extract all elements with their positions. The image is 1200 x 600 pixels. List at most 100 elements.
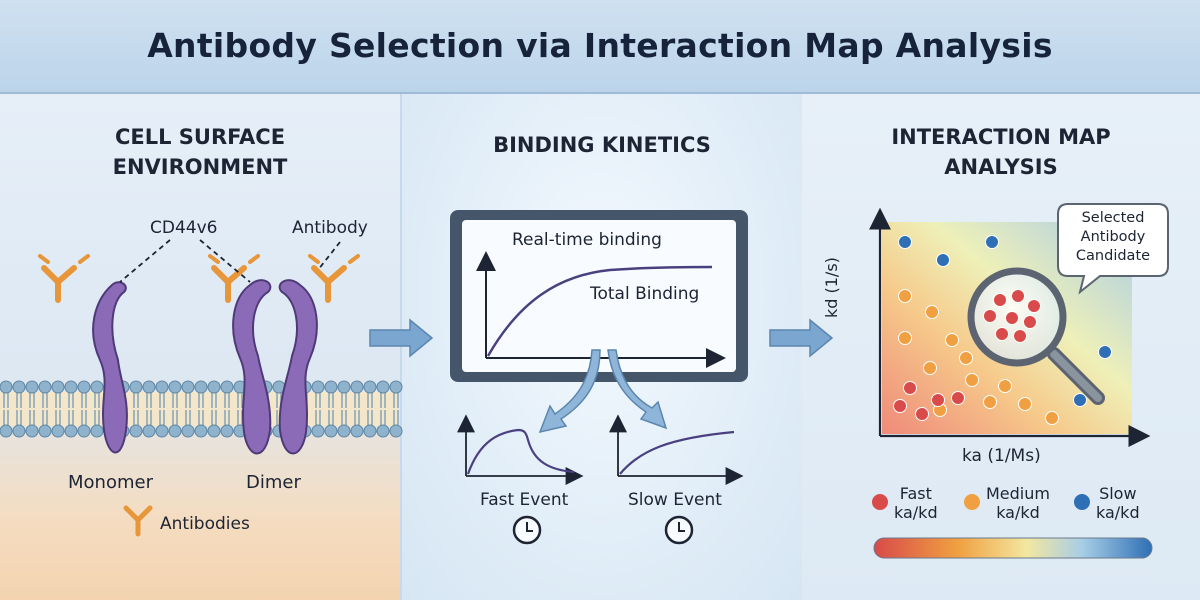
map-point-medium [959, 351, 973, 365]
map-point-fast [951, 391, 965, 405]
cell-surface-heading: CELL SURFACE ENVIRONMENT [0, 122, 400, 182]
lipid-head [324, 380, 338, 394]
lipid-head [155, 424, 169, 438]
lipid-head [207, 424, 221, 438]
map-point-medium [898, 289, 912, 303]
map-point-medium [965, 373, 979, 387]
map-point-fast [915, 407, 929, 421]
slow-event-arrow [607, 349, 668, 430]
cell-surface-heading-line1: CELL SURFACE [114, 125, 286, 149]
interaction-map-heading: INTERACTION MAP ANALYSIS [802, 122, 1200, 182]
selected-candidate-points [983, 289, 1041, 343]
map-point-slow [1073, 393, 1087, 407]
lipid-head [337, 424, 351, 438]
slow-event-label: Slow Event [628, 490, 722, 510]
map-point-medium [983, 395, 997, 409]
map-point-medium [898, 331, 912, 345]
lipid-head [155, 380, 169, 394]
lipid-head [324, 424, 338, 438]
page-title: Antibody Selection via Interaction Map A… [147, 26, 1053, 65]
lipid-head [90, 424, 104, 438]
legend-fast-dot [872, 494, 888, 510]
callout-line3: Candidate [1075, 248, 1151, 264]
lipid-head [51, 380, 65, 394]
lipid-head [376, 380, 390, 394]
lipid-head [220, 380, 234, 394]
selected-point [1013, 329, 1027, 343]
legend-medium-label: Medium ka/kd [986, 484, 1050, 522]
lipid-head [25, 424, 39, 438]
antibody-icon-monomer [38, 254, 90, 303]
legend-slow-line2: ka/kd [1096, 503, 1140, 522]
antibody-icon-dimer-left [208, 254, 260, 303]
cd44v6-dimer-receptor-right [278, 279, 318, 455]
lipid-head [220, 424, 234, 438]
map-point-slow [985, 235, 999, 249]
legend-fast-line2: ka/kd [894, 503, 938, 522]
lipid-head [129, 380, 143, 394]
map-point-slow [936, 253, 950, 267]
cd44v6-monomer-receptor [92, 281, 128, 454]
interaction-map-axes [869, 207, 1151, 447]
lipid-head [389, 380, 403, 394]
map-point-slow [898, 235, 912, 249]
selected-point [1023, 315, 1037, 329]
slow-event-clock-icon [664, 515, 694, 545]
monitor-plot-axes [476, 251, 726, 368]
map-point-medium [945, 333, 959, 347]
lipid-head [51, 424, 65, 438]
map-point-medium [1045, 411, 1059, 425]
selected-point [1027, 299, 1041, 313]
lipid-head [77, 380, 91, 394]
antibodies-legend-label: Antibodies [160, 514, 250, 534]
lipid-head [129, 424, 143, 438]
label-pointer-lines [119, 239, 341, 283]
legend-slow-dot [1074, 494, 1090, 510]
legend-slow-label: Slow ka/kd [1096, 484, 1140, 522]
lipid-head [389, 424, 403, 438]
monitor-display [462, 220, 736, 372]
dimer-label: Dimer [246, 472, 301, 493]
lipid-head [194, 424, 208, 438]
cd44v6-dimer-receptor-left [232, 279, 272, 455]
antibody-label: Antibody [292, 218, 368, 238]
legend-fast-line1: Fast [899, 484, 932, 503]
lipid-head [363, 424, 377, 438]
monitor-screen [450, 210, 748, 382]
lipid-head [64, 424, 78, 438]
lipid-head [38, 380, 52, 394]
callout-line2: Antibody [1080, 229, 1146, 245]
interaction-map-heading-line2: ANALYSIS [944, 155, 1058, 179]
lipid-head [38, 424, 52, 438]
monitor-title: Real-time binding [512, 230, 662, 250]
lipid-head [181, 424, 195, 438]
lipid-head [168, 380, 182, 394]
lipid-head [181, 380, 195, 394]
lipid-head [25, 380, 39, 394]
lipid-head [363, 380, 377, 394]
selected-point [995, 327, 1009, 341]
lipid-head [350, 424, 364, 438]
arrow-mid-to-right [769, 318, 834, 358]
selected-candidate-callout [1057, 203, 1169, 295]
arrow-left-to-mid [369, 318, 434, 358]
legend-medium-dot [964, 494, 980, 510]
map-point-fast [931, 393, 945, 407]
lipid-head [376, 424, 390, 438]
antibodies-legend-icon [123, 505, 153, 537]
cell-surface-heading-line2: ENVIRONMENT [112, 155, 288, 179]
lipid-head [337, 380, 351, 394]
callout-text: Selected Antibody Candidate [1058, 209, 1168, 266]
lipid-head [350, 380, 364, 394]
lipid-head [142, 424, 156, 438]
map-point-medium [925, 305, 939, 319]
lipid-head [12, 424, 26, 438]
lipid-head [311, 380, 325, 394]
x-axis-label: ka (1/Ms) [962, 446, 1041, 466]
map-point-fast [893, 399, 907, 413]
cell-surface-panel: CELL SURFACE ENVIRONMENT [0, 94, 400, 600]
map-point-medium [998, 379, 1012, 393]
lipid-head [90, 380, 104, 394]
total-binding-curve [486, 265, 713, 357]
legend-medium-line1: Medium [986, 484, 1050, 503]
